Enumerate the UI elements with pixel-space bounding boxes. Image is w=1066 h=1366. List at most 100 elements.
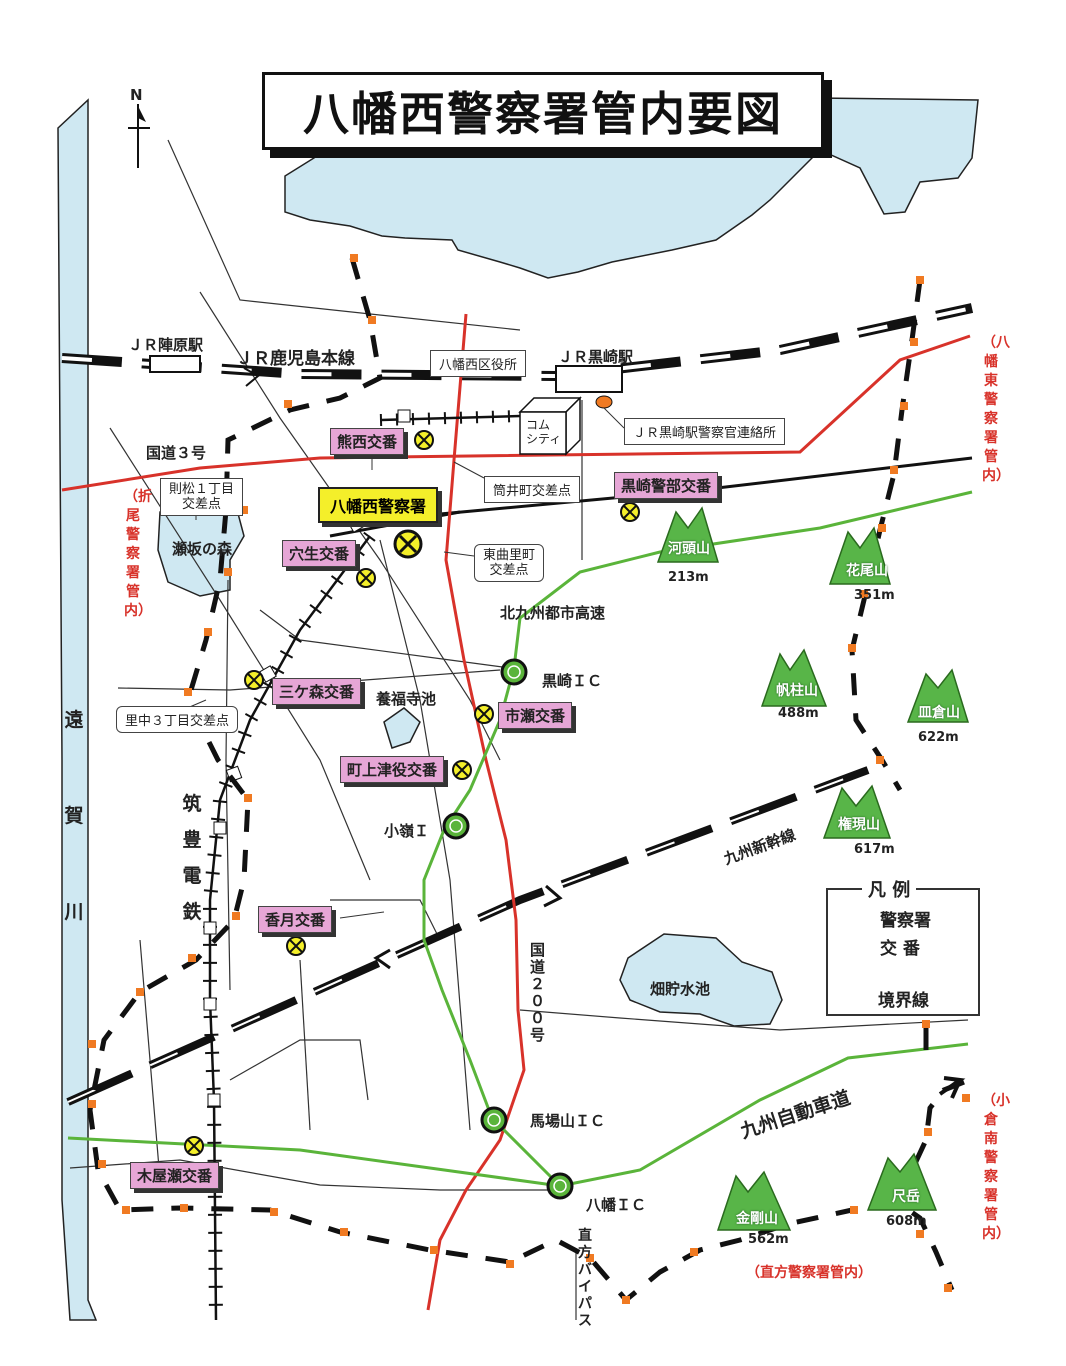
north-arrow-icon bbox=[128, 104, 150, 168]
shinkansen-arrow-east bbox=[543, 884, 563, 908]
legend-title: 凡 例 bbox=[862, 876, 917, 902]
ic-umabayama-label: 馬場山ＩＣ bbox=[530, 1112, 606, 1130]
route-200 bbox=[426, 313, 526, 1311]
legend-hq-label: 警察署 bbox=[880, 911, 931, 931]
mountain-gongenyama-elev: 617m bbox=[854, 842, 895, 857]
koban-icons bbox=[184, 430, 640, 1156]
mountain-kongozan-elev: 562m bbox=[748, 1232, 789, 1247]
mountain-hanaoyama-elev: 351m bbox=[854, 588, 895, 603]
kokuraminami-arrow bbox=[938, 1076, 966, 1099]
norimatsu-intersection-label: 則松１丁目 交差点 bbox=[160, 478, 244, 516]
ic-korei-label: 小嶺Ｉ bbox=[384, 822, 430, 840]
kurosaki-station-box bbox=[555, 365, 623, 393]
mountain-hanaoyama-label: 花尾山 bbox=[846, 563, 888, 579]
koban-kazuki-icon bbox=[286, 936, 306, 956]
mountain-kawazuyama-label: 河頭山 bbox=[668, 541, 710, 557]
kurosaki-station-label: ＪＲ黒崎駅 bbox=[558, 348, 634, 366]
ward-office-label: 八幡西区役所 bbox=[430, 350, 527, 377]
onga-river-label: 遠賀川 bbox=[64, 709, 84, 923]
mountain-kawazuyama-elev: 213m bbox=[668, 570, 709, 585]
mountain-kongozan-label: 金剛山 bbox=[736, 1211, 778, 1227]
koban-koyanose-icon bbox=[184, 1136, 204, 1156]
legend-boundary-label: 境界線 bbox=[878, 991, 929, 1011]
mountain-gongenyama-label: 権現山 bbox=[838, 817, 880, 833]
police-station-label: 八幡西警察署 bbox=[318, 487, 439, 523]
ic-korei-icon bbox=[442, 812, 470, 840]
koban-sangamori-label: 三ケ森交番 bbox=[272, 678, 362, 705]
koban-sangamori-icon bbox=[244, 670, 264, 690]
koban-kumanishi-icon bbox=[414, 430, 434, 450]
higashi-jurisdiction-label: （八幡東警察署管内） bbox=[982, 335, 1010, 484]
koban-ichinose-icon bbox=[474, 704, 494, 724]
chikuho-railway bbox=[208, 535, 372, 1321]
ic-umabayama-icon bbox=[480, 1106, 508, 1134]
mountain-sarakurayama-icon bbox=[906, 668, 970, 723]
koban-kumanishi-label: 熊西交番 bbox=[330, 428, 405, 455]
koban-machikamikoujaku-icon bbox=[452, 760, 472, 780]
urban-expressway-label: 北九州都市高速 bbox=[500, 604, 606, 622]
ic-kurosaki-icon bbox=[500, 658, 528, 686]
jr-line-label: ＪＲ鹿児島本線 bbox=[236, 349, 355, 369]
route-3 bbox=[61, 334, 971, 492]
sesaka-forest-label: 瀬坂の森 bbox=[172, 540, 233, 558]
koban-ano-label: 穴生交番 bbox=[282, 540, 357, 567]
hatake-reservoir bbox=[619, 933, 783, 1027]
mountain-icons bbox=[656, 506, 970, 1231]
mountain-kawazuyama-icon bbox=[656, 506, 720, 563]
map-title: 八幡西警察署管内要図 bbox=[262, 72, 824, 150]
mountain-gongenyama-icon bbox=[822, 784, 892, 839]
orio-jurisdiction-label: （折尾警察署管内） bbox=[124, 489, 152, 619]
kyushu-expressway bbox=[67, 1042, 969, 1188]
mountain-hobashirayama-label: 帆柱山 bbox=[776, 683, 818, 699]
higashimagari-intersection-label: 東曲里町 交差点 bbox=[474, 544, 545, 582]
koban-machikamikoujaku-label: 町上津役交番 bbox=[340, 756, 445, 783]
liaison-office-label: ＪＲ黒崎駅警察官連絡所 bbox=[624, 418, 786, 445]
liaison-office-icon bbox=[595, 395, 613, 409]
koban-ano-icon bbox=[356, 568, 376, 588]
koban-kurosaki-icon bbox=[620, 502, 640, 522]
ic-icons bbox=[442, 658, 574, 1200]
onga-river bbox=[57, 98, 98, 1321]
kokuraminami-jurisdiction-label: （小倉南警察署管内） bbox=[982, 1093, 1010, 1242]
mountain-sarakurayama-elev: 622m bbox=[918, 730, 959, 745]
local-roads bbox=[69, 139, 969, 1320]
koban-koyanose-label: 木屋瀬交番 bbox=[130, 1162, 220, 1189]
legend bbox=[826, 888, 980, 1016]
ic-yahata-label: 八幡ＩＣ bbox=[586, 1196, 647, 1214]
satonaka-intersection-label: 里中３丁目交差点 bbox=[116, 706, 239, 733]
koban-kazuki-label: 香月交番 bbox=[258, 906, 333, 933]
boundary-markers bbox=[88, 254, 970, 1304]
mountain-hanaoyama-icon bbox=[828, 526, 891, 585]
police-station-icon bbox=[393, 529, 423, 559]
mountain-shakudake-elev: 608m bbox=[886, 1214, 927, 1229]
koban-ichinose-label: 市瀬交番 bbox=[498, 702, 573, 729]
jinbaru-station-box bbox=[149, 355, 201, 373]
shinkansen-arrow-west bbox=[373, 948, 391, 970]
tsutsui-intersection-label: 筒井町交差点 bbox=[484, 476, 581, 503]
mountain-hobashirayama-elev: 488m bbox=[778, 706, 819, 721]
nogata-jurisdiction-label: （直方警察署管内） bbox=[746, 1265, 872, 1281]
chikuho-railway-label: 筑豊電鉄 bbox=[182, 793, 202, 923]
bypass-label: 直方バイパス bbox=[578, 1228, 592, 1329]
mountain-shakudake-label: 尺岳 bbox=[892, 1189, 920, 1205]
road-east-2 bbox=[329, 510, 461, 538]
hatake-reservoir-label: 畑貯水池 bbox=[650, 980, 711, 998]
yofukuji-pond bbox=[383, 707, 421, 749]
ic-kurosaki-label: 黒崎ＩＣ bbox=[542, 672, 603, 690]
mountain-kongozan-icon bbox=[716, 1170, 792, 1231]
ic-yahata-icon bbox=[546, 1172, 574, 1200]
route200-label: 国道２００号 bbox=[530, 941, 546, 1044]
jr-arrow bbox=[243, 367, 260, 387]
jinbaru-station-label: ＪＲ陣原駅 bbox=[128, 336, 204, 354]
yofukuji-pond-label: 養福寺池 bbox=[376, 690, 437, 708]
route3-label: 国道３号 bbox=[146, 444, 207, 462]
comcity-building-icon bbox=[518, 396, 582, 456]
kitakyushu-urban-expressway bbox=[422, 490, 973, 1188]
comcity-label: コム シティ bbox=[526, 418, 562, 446]
legend-koban-label: 交 番 bbox=[880, 939, 920, 959]
mountain-hobashirayama-icon bbox=[760, 648, 828, 707]
north-label: N bbox=[130, 86, 143, 104]
koban-kurosaki-label: 黒崎警部交番 bbox=[614, 472, 719, 499]
mountain-sarakurayama-label: 皿倉山 bbox=[918, 705, 960, 721]
